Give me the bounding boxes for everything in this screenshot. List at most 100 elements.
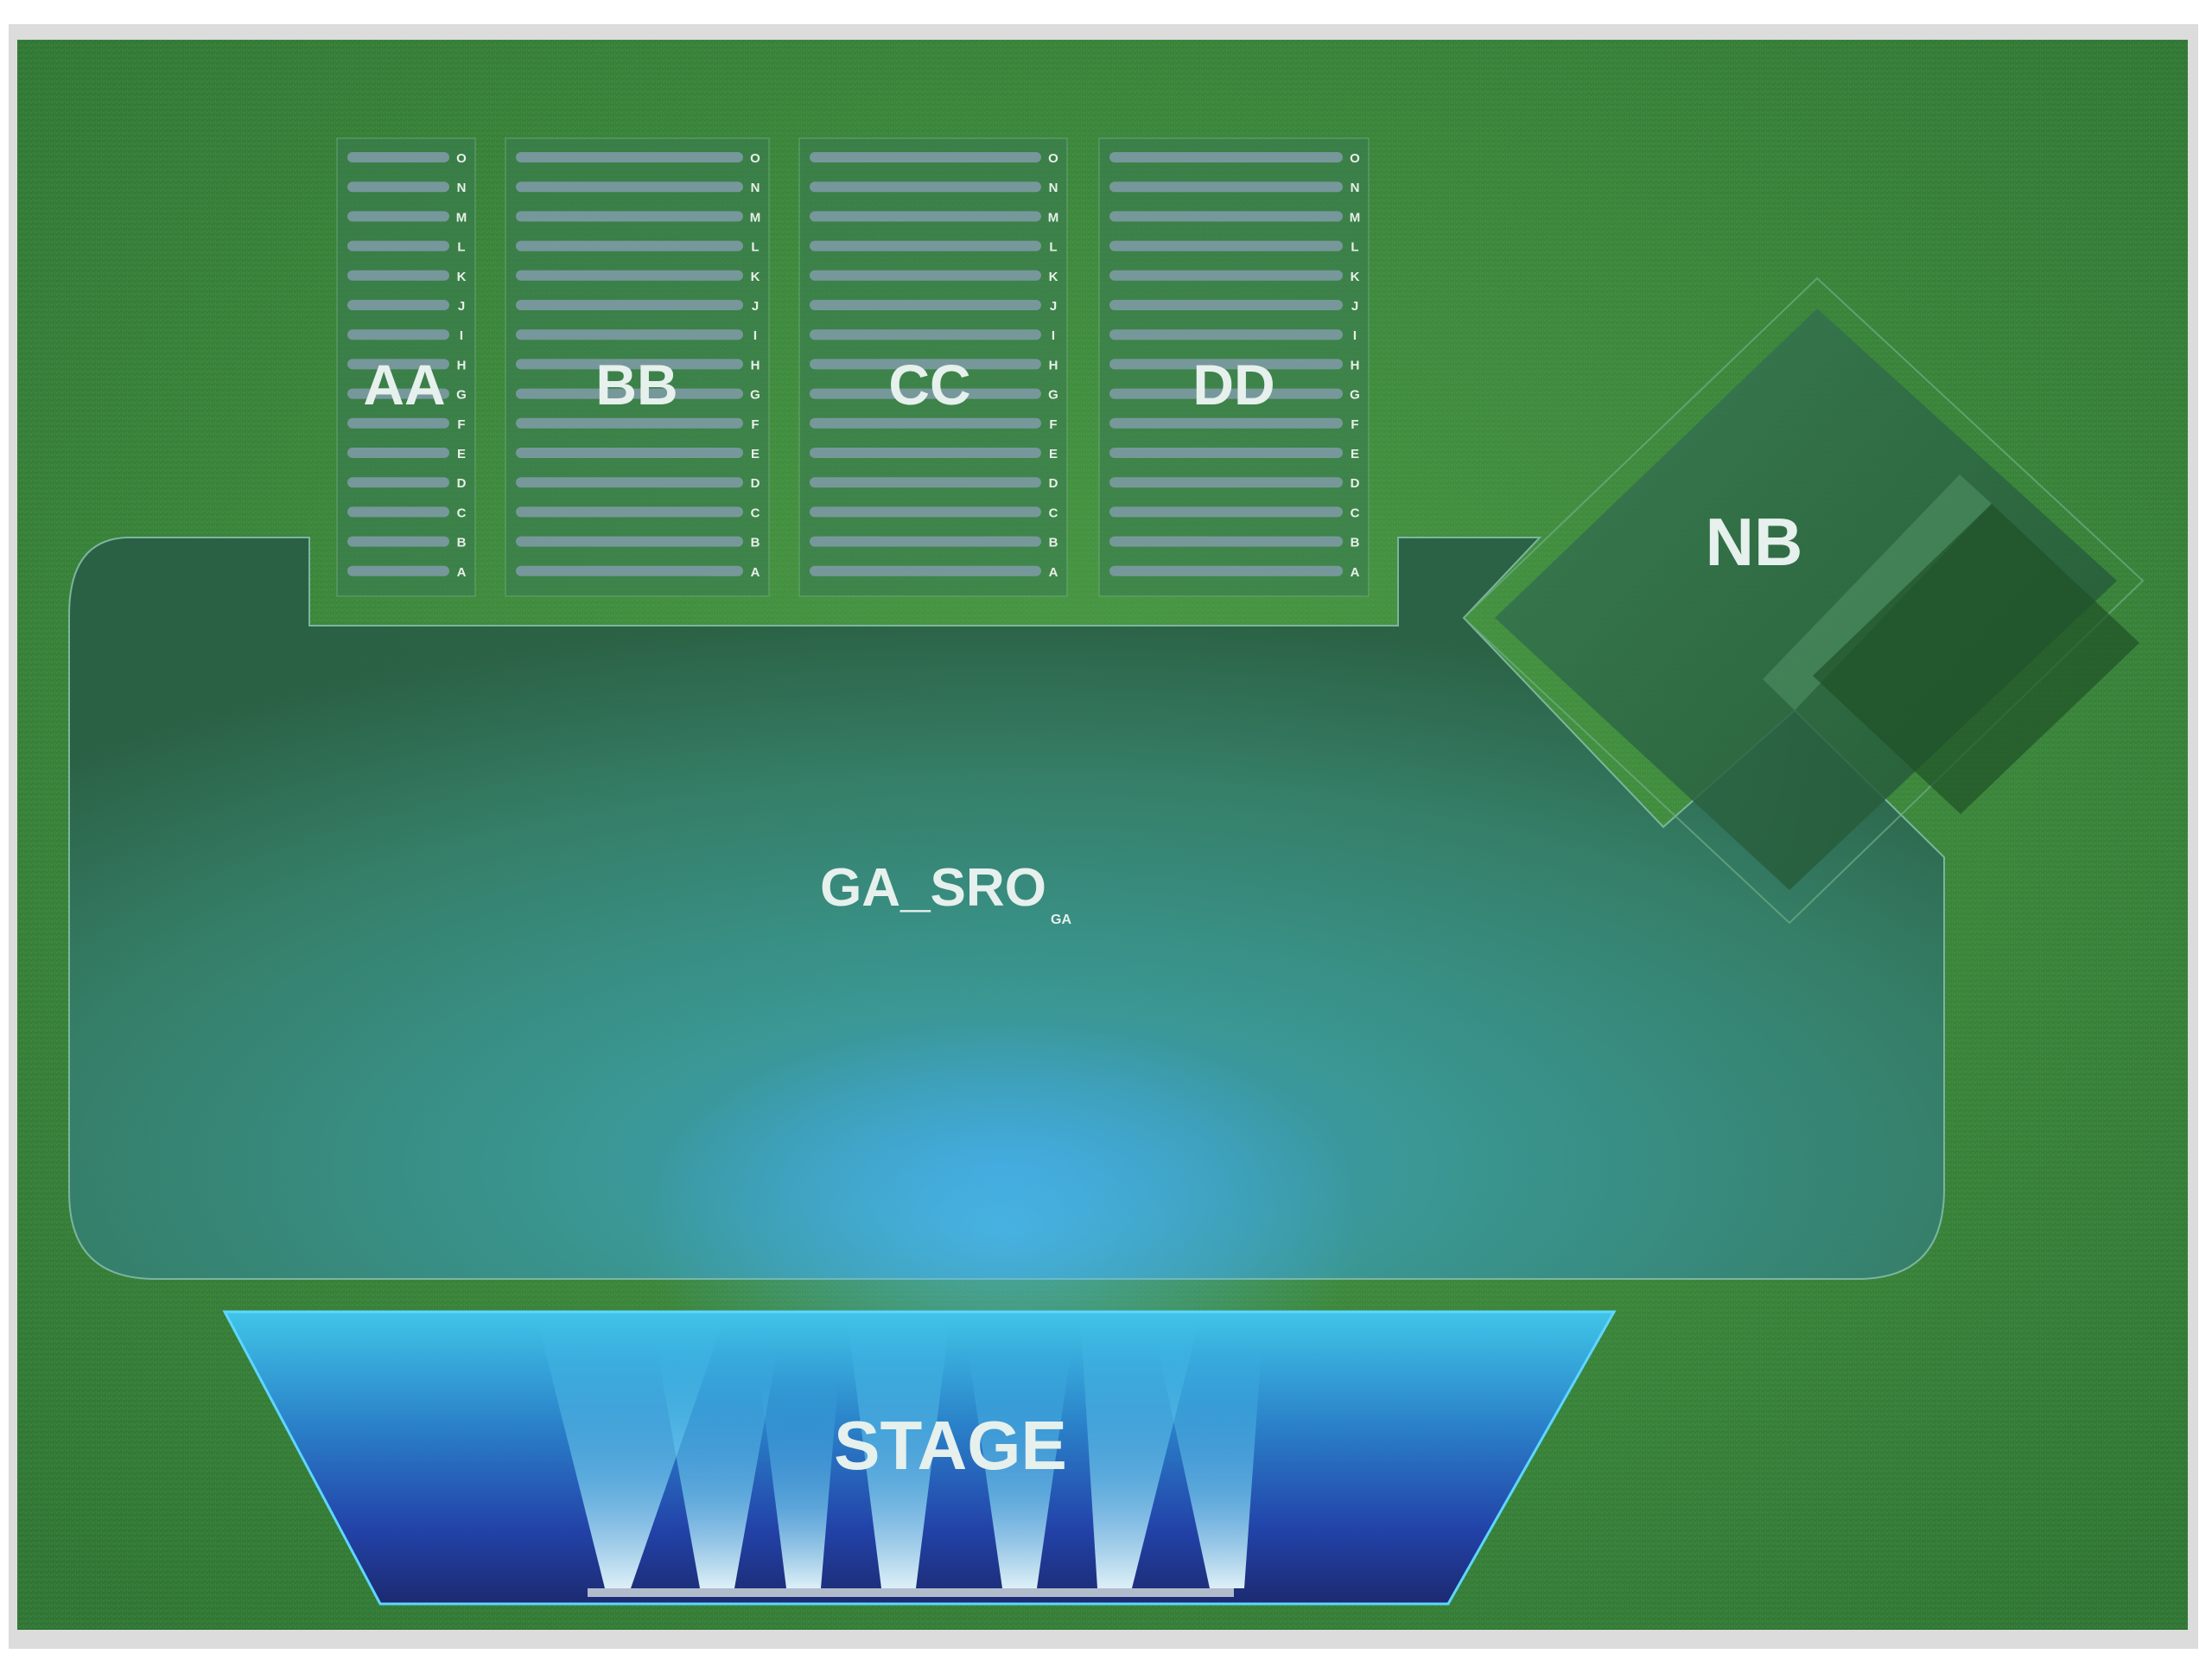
seat-row-aa-l[interactable] [347, 240, 449, 251]
seat-row-aa-e[interactable] [347, 448, 449, 458]
row-label-bb-f: F [751, 417, 759, 432]
seat-row-bb-e[interactable] [516, 448, 743, 458]
seat-row-dd-a[interactable] [1109, 565, 1343, 576]
seat-row-dd-h[interactable] [1109, 359, 1343, 370]
row-label-cc-i: I [1052, 328, 1055, 343]
seat-row-bb-g[interactable] [516, 388, 743, 399]
seat-row-bb-h[interactable] [516, 359, 743, 370]
row-label-dd-h: H [1351, 358, 1360, 372]
seat-row-bb-b[interactable] [516, 536, 743, 547]
seat-row-dd-i[interactable] [1109, 329, 1343, 340]
seat-row-aa-c[interactable] [347, 506, 449, 518]
seat-row-cc-f[interactable] [810, 417, 1041, 429]
seat-row-cc-i[interactable] [810, 329, 1041, 340]
row-label-cc-h: H [1049, 358, 1058, 372]
seat-row-bb-d[interactable] [516, 477, 743, 488]
row-label-cc-d: D [1049, 476, 1058, 491]
seat-row-dd-l[interactable] [1109, 240, 1343, 251]
nb-label: NB [1706, 504, 1803, 580]
seat-row-dd-j[interactable] [1109, 300, 1343, 310]
row-label-aa-c: C [457, 506, 467, 520]
section-ga-sro[interactable]: GA_SRO GA [68, 537, 1945, 1280]
seat-row-aa-f[interactable] [347, 417, 449, 429]
seat-row-dd-m[interactable] [1109, 211, 1343, 222]
row-label-aa-b: B [457, 536, 467, 550]
row-label-cc-g: G [1048, 388, 1058, 403]
seat-row-aa-k[interactable] [347, 270, 449, 281]
seat-row-bb-a[interactable] [516, 565, 743, 576]
stage: STAGE [222, 1310, 1617, 1606]
bb-label: BB [595, 353, 677, 417]
seat-row-aa-i[interactable] [347, 329, 449, 340]
row-label-bb-b: B [751, 536, 760, 550]
row-label-cc-j: J [1050, 299, 1057, 314]
seat-row-cc-j[interactable] [810, 300, 1041, 310]
row-label-aa-i: I [460, 328, 463, 343]
seat-row-aa-n[interactable] [347, 181, 449, 193]
seat-row-bb-k[interactable] [516, 270, 743, 281]
row-label-dd-d: D [1351, 476, 1360, 491]
seat-row-dd-b[interactable] [1109, 536, 1343, 547]
seat-row-dd-n[interactable] [1109, 181, 1343, 193]
row-label-dd-n: N [1351, 181, 1360, 195]
seat-row-aa-d[interactable] [347, 477, 449, 488]
seat-row-dd-o[interactable] [1109, 152, 1343, 162]
row-label-bb-l: L [751, 240, 759, 255]
dd-label: DD [1192, 353, 1274, 417]
seat-row-cc-d[interactable] [810, 477, 1041, 488]
section-nb[interactable]: NB [1462, 277, 2145, 925]
row-label-cc-a: A [1049, 565, 1058, 580]
seat-row-dd-f[interactable] [1109, 417, 1343, 429]
row-label-aa-m: M [456, 210, 467, 225]
row-label-bb-e: E [751, 447, 760, 461]
seat-row-cc-o[interactable] [810, 152, 1041, 162]
seat-row-cc-h[interactable] [810, 359, 1041, 370]
seat-row-cc-k[interactable] [810, 270, 1041, 281]
seating-sections: ONMLKJIHGFEDCBAAAONMLKJIHGFEDCBABBONMLKJ… [336, 137, 1370, 597]
row-label-bb-n: N [751, 181, 760, 195]
seat-row-aa-b[interactable] [347, 536, 449, 547]
seat-row-aa-h[interactable] [347, 359, 449, 370]
row-label-aa-e: E [457, 447, 466, 461]
seat-row-aa-j[interactable] [347, 300, 449, 310]
seat-row-cc-l[interactable] [810, 240, 1041, 251]
seat-row-cc-c[interactable] [810, 506, 1041, 518]
seat-row-bb-l[interactable] [516, 240, 743, 251]
seat-row-bb-f[interactable] [516, 417, 743, 429]
row-label-cc-e: E [1049, 447, 1058, 461]
row-label-dd-b: B [1351, 536, 1360, 550]
seat-row-bb-m[interactable] [516, 211, 743, 222]
seat-row-bb-n[interactable] [516, 181, 743, 193]
row-label-aa-a: A [457, 565, 467, 580]
seat-row-dd-g[interactable] [1109, 388, 1343, 399]
row-label-bb-k: K [751, 270, 760, 284]
seat-row-dd-e[interactable] [1109, 448, 1343, 458]
seat-row-aa-m[interactable] [347, 211, 449, 222]
seat-row-cc-e[interactable] [810, 448, 1041, 458]
seat-row-dd-c[interactable] [1109, 506, 1343, 518]
seat-row-dd-d[interactable] [1109, 477, 1343, 488]
row-label-dd-j: J [1351, 299, 1358, 314]
stage-edge [588, 1588, 1234, 1597]
seat-row-dd-k[interactable] [1109, 270, 1343, 281]
seat-row-aa-g[interactable] [347, 388, 449, 399]
row-label-dd-o: O [1350, 151, 1360, 166]
seat-row-cc-a[interactable] [810, 565, 1041, 576]
seat-row-cc-g[interactable] [810, 388, 1041, 399]
seat-row-bb-o[interactable] [516, 152, 743, 162]
seat-row-cc-n[interactable] [810, 181, 1041, 193]
seat-row-aa-o[interactable] [347, 152, 449, 162]
seat-row-bb-i[interactable] [516, 329, 743, 340]
seat-row-cc-b[interactable] [810, 536, 1041, 547]
row-label-bb-m: M [750, 210, 761, 225]
seat-row-bb-c[interactable] [516, 506, 743, 518]
seat-row-aa-a[interactable] [347, 565, 449, 576]
seat-row-bb-j[interactable] [516, 300, 743, 310]
seat-row-cc-m[interactable] [810, 211, 1041, 222]
row-label-bb-h: H [751, 358, 760, 372]
row-label-dd-m: M [1350, 210, 1361, 225]
